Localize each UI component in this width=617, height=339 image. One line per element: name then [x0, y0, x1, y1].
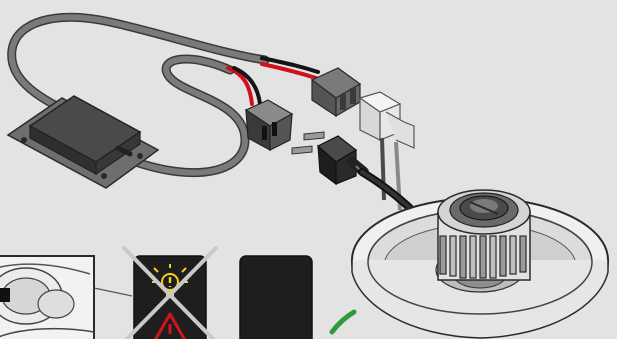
led-bulb [438, 190, 530, 280]
warning-light-panel [124, 248, 216, 339]
blank-dashboard-panel [240, 256, 312, 339]
